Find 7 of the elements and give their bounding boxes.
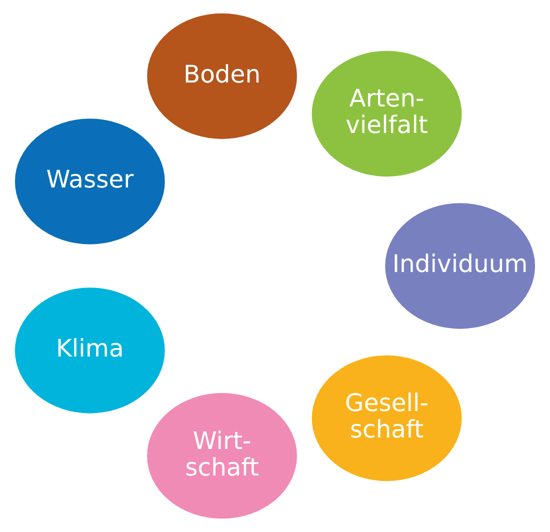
- node-ellipse: Wirt- schaft: [146, 392, 298, 520]
- node-ellipse: Individuum: [384, 202, 536, 330]
- node-ellipse: Boden: [146, 12, 298, 140]
- node-ellipse: Gesell- schaft: [310, 354, 463, 482]
- node-ellipse: Wasser: [14, 118, 166, 246]
- node-ellipse: Arten- vielfalt: [310, 50, 463, 178]
- node-ellipse: Klima: [14, 286, 166, 414]
